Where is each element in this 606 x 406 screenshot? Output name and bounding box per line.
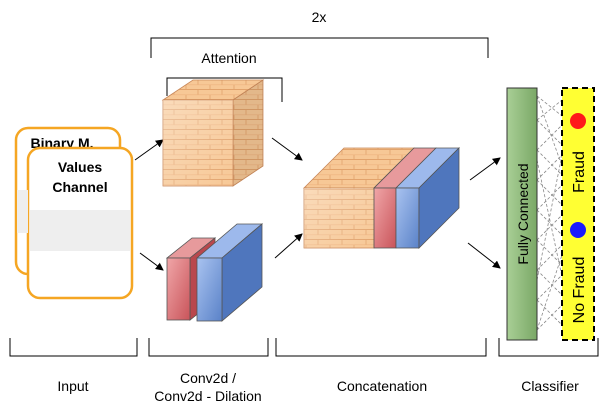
input-card-front-line1: Values: [58, 159, 103, 175]
bracket-concat: [275, 338, 487, 357]
attention-label: Attention: [201, 50, 256, 66]
repeat-bracket: [150, 37, 489, 58]
bracket-classifier: [498, 338, 599, 357]
input-card-band-left: [17, 190, 28, 233]
fraud-output-node: [570, 113, 586, 129]
arrow-input-to-attention: [134, 139, 164, 161]
section-conv-label-line2: Conv2d - Dilation: [154, 388, 261, 404]
arrow-input-to-conv: [139, 252, 164, 271]
section-concat-label: Concatenation: [337, 378, 427, 394]
conv-blue-front: [196, 257, 223, 322]
input-card-front-line2: Channel: [52, 179, 107, 195]
bracket-conv: [148, 338, 269, 357]
fully-connected-label: Fully Connected: [515, 163, 531, 264]
concat-red-front: [373, 187, 397, 249]
section-conv-label-line1: Conv2d /: [180, 370, 236, 386]
fraud-label: Fraud: [571, 151, 588, 193]
input-card-band: [30, 210, 130, 251]
no-fraud-output-node: [570, 222, 586, 238]
arrow-conv-to-concat: [274, 233, 303, 259]
arrow-concat-to-fc-top: [469, 157, 501, 181]
concat-blue-side: [418, 147, 460, 249]
concat-blue-front: [395, 187, 420, 249]
output-layer: [561, 87, 595, 341]
conv-red-front: [166, 257, 191, 321]
section-classifier-label: Classifier: [521, 378, 579, 394]
attention-block: [161, 79, 265, 187]
no-fraud-label: No Fraud: [571, 257, 588, 324]
input-stack: Binary M. Values Channel: [14, 126, 134, 300]
arrow-attention-to-concat: [271, 137, 303, 161]
section-input-label: Input: [57, 378, 88, 394]
attention-front-highlight: [163, 100, 233, 186]
repeat-label: 2x: [312, 9, 327, 25]
attention-bracket: [166, 77, 283, 102]
arrow-concat-to-fc-bottom: [467, 242, 501, 269]
concat-brick-highlight: [304, 188, 374, 248]
fully-connected-layer: [506, 87, 538, 341]
concat-block: [303, 147, 460, 249]
attention-side-shade: [233, 80, 263, 186]
bracket-input: [9, 338, 138, 357]
conv-blocks: [165, 223, 264, 322]
